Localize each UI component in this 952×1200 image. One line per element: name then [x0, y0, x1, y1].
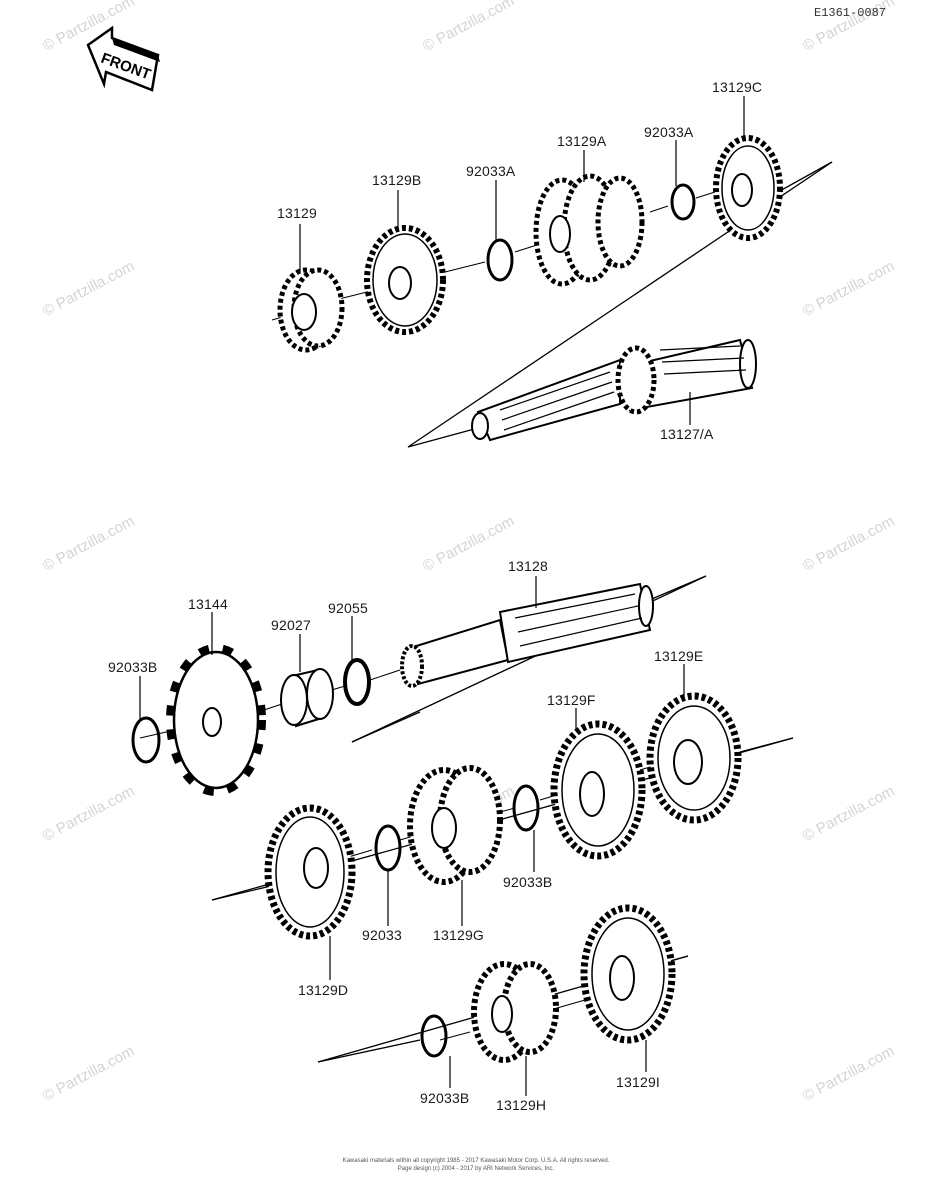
- part-label-13129[interactable]: 13129: [277, 205, 317, 221]
- part-label-13129H[interactable]: 13129H: [496, 1097, 547, 1113]
- part-label-13144[interactable]: 13144: [188, 596, 228, 612]
- part-label-13129E[interactable]: 13129E: [654, 648, 704, 664]
- circlip-92033B-2[interactable]: [512, 784, 540, 832]
- gear-13129D[interactable]: [264, 804, 356, 940]
- collar-92027[interactable]: [280, 668, 334, 728]
- diagram-code: E1361-0087: [814, 6, 887, 20]
- front-arrow-icon: FRONT: [86, 25, 160, 92]
- sprocket-13144[interactable]: [166, 644, 266, 796]
- part-label-92033B-2[interactable]: 92033B: [503, 874, 553, 890]
- leader-lines: [139, 96, 745, 1096]
- part-label-92033A-1[interactable]: 92033A: [466, 163, 516, 179]
- part-label-13129G[interactable]: 13129G: [433, 927, 485, 943]
- part-label-92033[interactable]: 92033: [362, 927, 402, 943]
- circlip-92033A-1[interactable]: [486, 238, 514, 282]
- gear-13129F[interactable]: [550, 720, 646, 860]
- gear-13129I[interactable]: [580, 904, 676, 1044]
- ring-92055[interactable]: [343, 658, 371, 706]
- gear-13129C[interactable]: [713, 135, 783, 241]
- circlip-92033B-3[interactable]: [420, 1014, 448, 1058]
- shaft-13127A[interactable]: [471, 338, 757, 442]
- part-label-92033B-3[interactable]: 92033B: [420, 1090, 470, 1106]
- part-label-92027[interactable]: 92027: [271, 617, 311, 633]
- gear-13129B[interactable]: [364, 225, 446, 335]
- part-label-92033A-2[interactable]: 92033A: [644, 124, 694, 140]
- part-label-13129B[interactable]: 13129B: [372, 172, 422, 188]
- gear-13129[interactable]: [277, 267, 345, 353]
- gear-13129H[interactable]: [471, 961, 559, 1063]
- shaft-13128[interactable]: [400, 582, 654, 688]
- copyright-line-2: Page design (c) 2004 - 2017 by ARI Netwo…: [397, 1166, 555, 1172]
- part-label-13129F[interactable]: 13129F: [547, 692, 596, 708]
- part-label-13129A[interactable]: 13129A: [557, 133, 607, 149]
- part-label-92055[interactable]: 92055: [328, 600, 368, 616]
- circlip-92033B-1[interactable]: [131, 716, 161, 764]
- copyright-line-1: Kawasaki materials within all copyright …: [342, 1158, 610, 1164]
- part-label-13129I[interactable]: 13129I: [616, 1074, 661, 1090]
- part-label-13129C[interactable]: 13129C: [712, 79, 763, 95]
- circlip-92033A-2[interactable]: [670, 183, 696, 221]
- part-label-92033B-1[interactable]: 92033B: [108, 659, 158, 675]
- part-label-13127A[interactable]: 13127/A: [660, 426, 714, 442]
- gear-13129E[interactable]: [646, 692, 742, 824]
- gear-13129G[interactable]: [407, 765, 503, 885]
- part-label-13129D[interactable]: 13129D: [298, 982, 349, 998]
- gear-13129A[interactable]: [533, 173, 645, 287]
- part-label-13128[interactable]: 13128: [508, 558, 548, 574]
